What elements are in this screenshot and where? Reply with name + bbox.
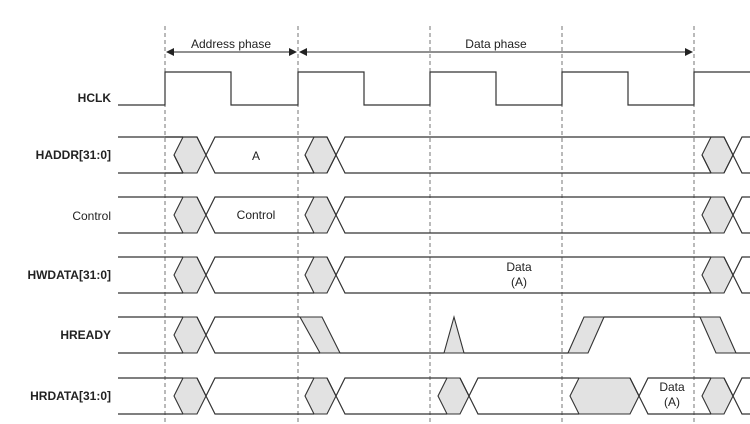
hready-fall-transition-2 [699, 316, 737, 354]
haddr-waveform: A [118, 136, 750, 174]
control-waveform: Control [118, 196, 750, 234]
hrdata-value-line1: Data [659, 380, 685, 394]
signal-label-hclk: HCLK [78, 91, 112, 105]
haddr-value-text: A [252, 149, 260, 163]
hready-glitch [443, 314, 465, 354]
address-phase-marker: Address phase [166, 35, 297, 56]
hready-waveform [118, 314, 750, 354]
signal-labels: HCLK HADDR[31:0] Control HWDATA[31:0] HR… [27, 91, 111, 403]
hready-rise-transition [567, 316, 605, 354]
hrdata-value-line2: (A) [664, 395, 680, 409]
hwdata-value-line2: (A) [511, 275, 527, 289]
signal-label-haddr: HADDR[31:0] [36, 148, 111, 162]
data-phase-marker: Data phase [299, 35, 693, 56]
control-value-text: Control [237, 208, 276, 222]
hrdata-waveform: Data (A) [118, 377, 750, 415]
signal-label-hrdata: HRDATA[31:0] [30, 389, 111, 403]
signal-label-hready: HREADY [60, 328, 111, 342]
hwdata-value-line1: Data [506, 260, 532, 274]
signal-label-hwdata: HWDATA[31:0] [27, 268, 111, 282]
signal-label-control: Control [72, 209, 111, 223]
hwdata-waveform: Data (A) [118, 256, 750, 294]
data-phase-label: Data phase [465, 37, 527, 51]
hrdata-invalid-segment [569, 377, 640, 415]
hready-fall-transition [299, 316, 341, 354]
hclk-waveform [118, 71, 750, 106]
address-phase-label: Address phase [191, 37, 271, 51]
